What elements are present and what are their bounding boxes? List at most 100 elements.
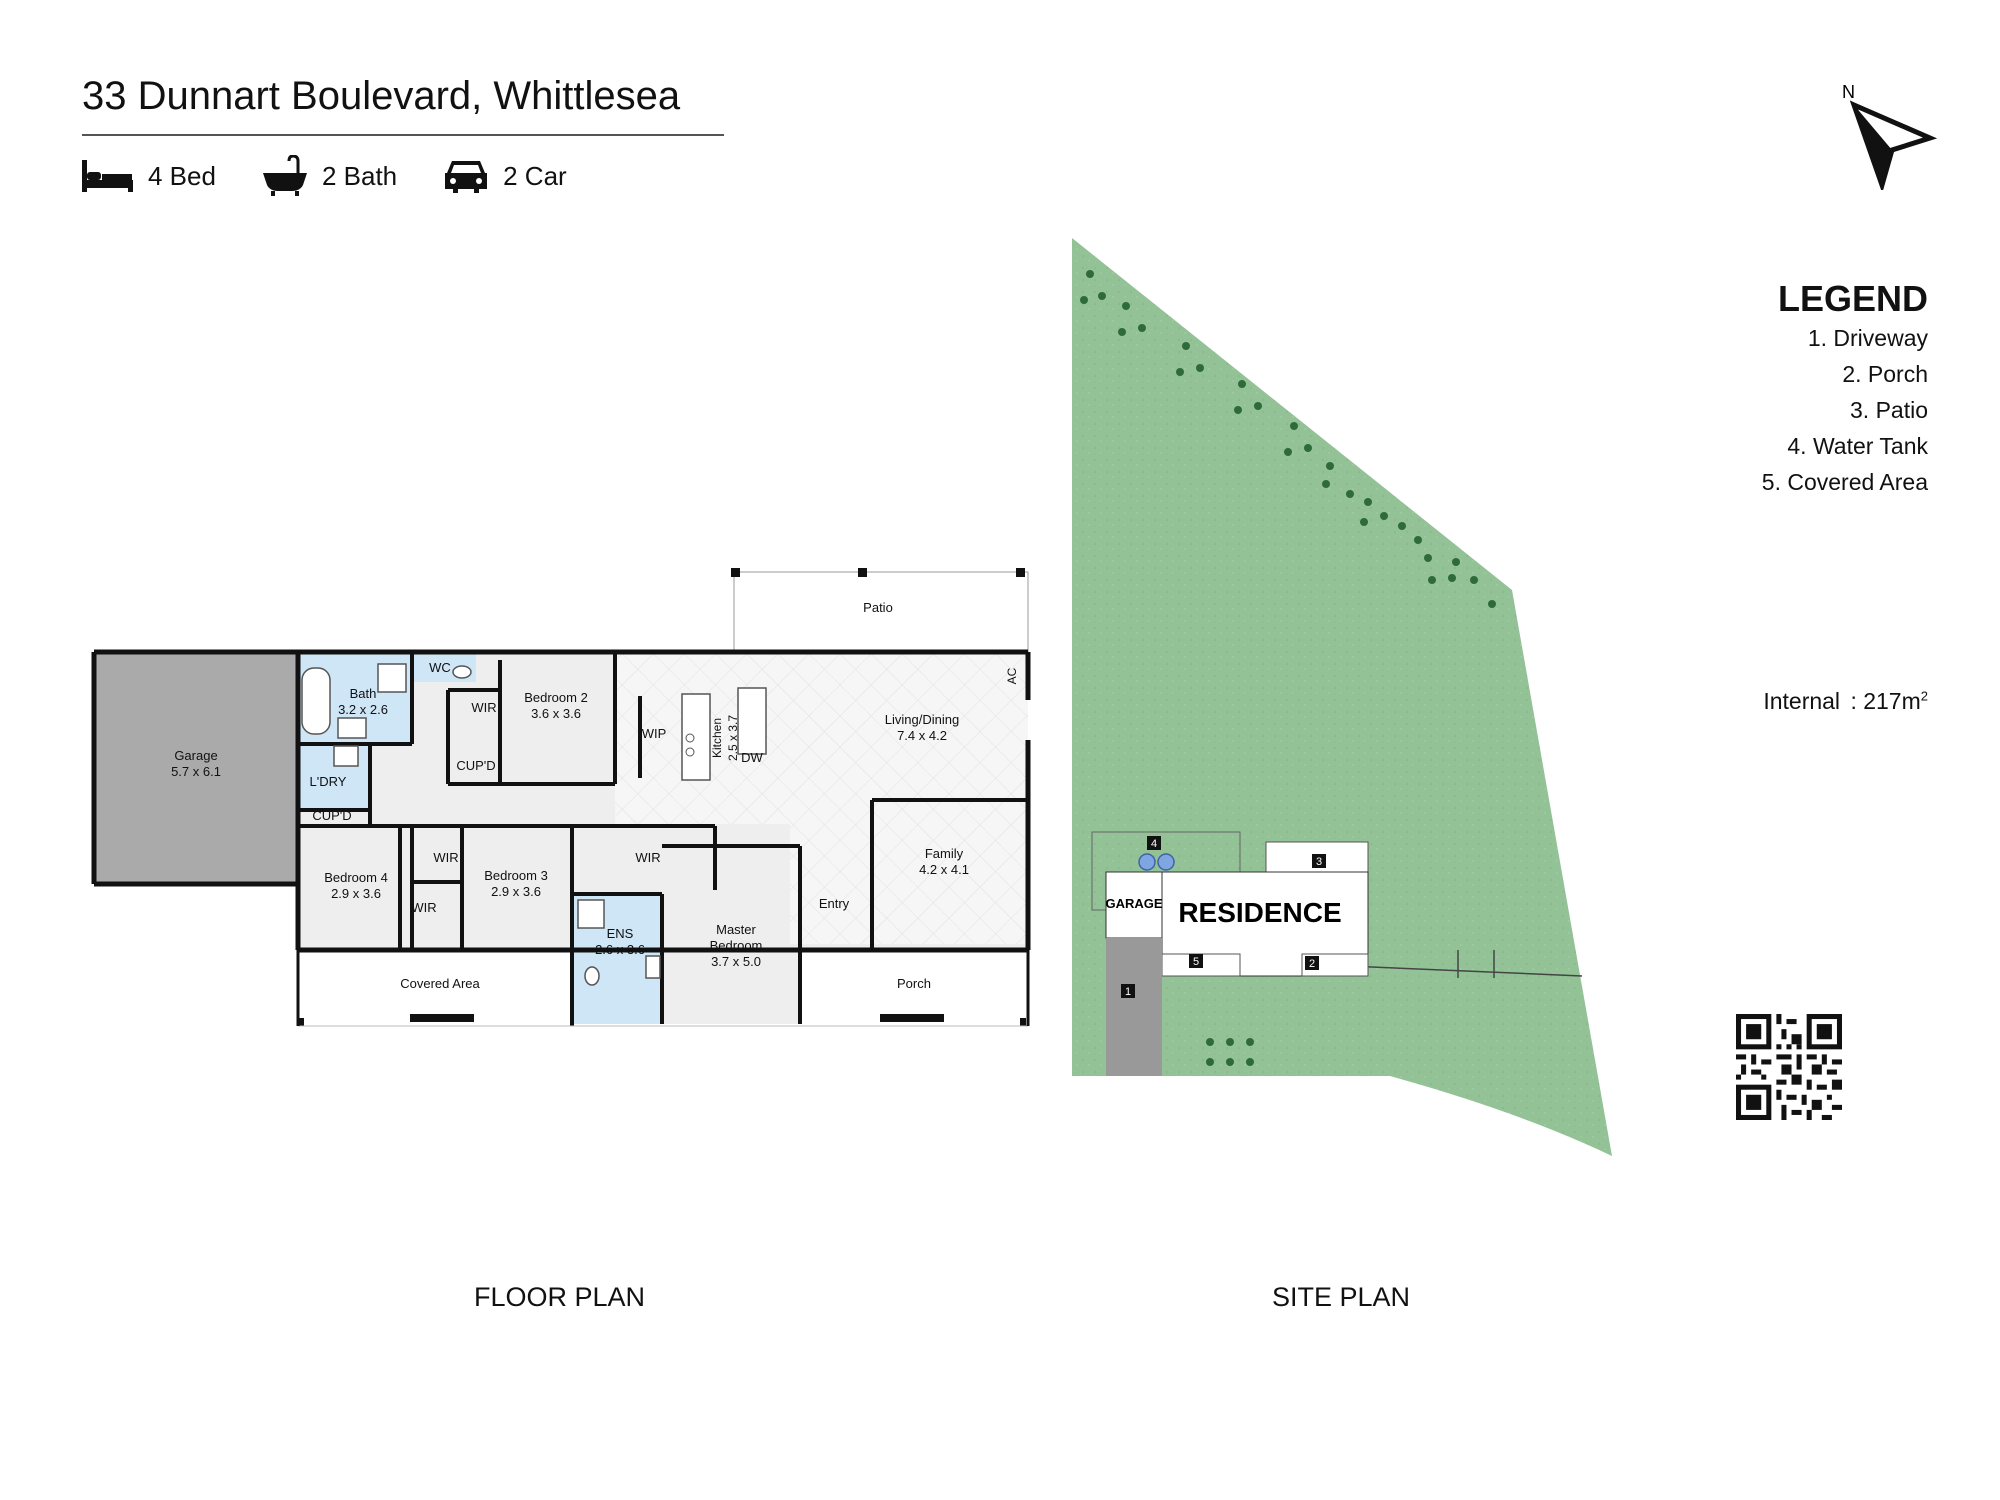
label-covered-area: Covered Area <box>400 976 480 991</box>
covered-area-floor <box>298 950 572 1026</box>
legend-item-driveway: 1. Driveway <box>1807 325 1928 351</box>
site-trees <box>1080 270 1496 1066</box>
label-laundry: L'DRY <box>310 774 347 789</box>
label-bedroom2-dim: 3.6 x 3.6 <box>531 706 581 721</box>
label-garage-dim: 5.7 x 6.1 <box>171 764 221 779</box>
internal-area-unit-sup: 2 <box>1920 688 1928 704</box>
bath-vanity <box>337 717 367 739</box>
label-bedroom2: Bedroom 2 <box>524 690 588 705</box>
marker-driveway <box>1121 984 1135 998</box>
car-icon <box>445 161 488 193</box>
laundry-tub <box>333 745 359 767</box>
marker-patio <box>1312 854 1326 868</box>
internal-area: Internal : 217m2 <box>1763 688 1928 715</box>
stat-baths: 2 Bath <box>262 155 397 197</box>
label-living: Living/Dining <box>885 712 959 727</box>
marker-patio-label: 3 <box>1316 856 1322 868</box>
site-driveway <box>1106 938 1162 1076</box>
stat-beds-label: 4 Bed <box>148 160 216 191</box>
patio-post <box>731 568 740 577</box>
bathtub <box>301 667 331 735</box>
site-garage-label: GARAGE <box>1105 896 1162 911</box>
label-bedroom4-dim: 2.9 x 3.6 <box>331 886 381 901</box>
kitchen-bench <box>681 693 711 781</box>
label-bedroom4: Bedroom 4 <box>324 870 388 885</box>
toilet <box>452 665 472 679</box>
shower <box>377 663 407 693</box>
legend-item-patio: 3. Patio <box>1850 397 1928 423</box>
property-address: 33 Dunnart Boulevard, Whittlesea <box>82 74 681 118</box>
stat-baths-label: 2 Bath <box>321 160 398 191</box>
legend-item-porch: 2. Porch <box>1842 361 1928 387</box>
floor-plan-caption: FLOOR PLAN <box>474 1282 646 1312</box>
internal-area-label: Internal <box>1763 688 1841 714</box>
internal-area-value: : 217m <box>1850 688 1921 714</box>
north-compass: N <box>1830 80 1940 195</box>
label-kitchen-dim: 2.5 x 3.7 <box>726 715 740 761</box>
legend-list: 1. Driveway 2. Porch 3. Patio 4. Water T… <box>1762 320 1928 500</box>
water-tank <box>1157 853 1175 871</box>
porch-floor <box>802 950 1028 1026</box>
ensuite-vanity <box>645 955 661 979</box>
label-family: Family <box>925 846 964 861</box>
marker-covered-area-label: 5 <box>1193 956 1199 968</box>
marker-water-tank-label: 4 <box>1151 838 1157 850</box>
label-wir-master: WIR <box>635 850 660 865</box>
label-family-dim: 4.2 x 4.1 <box>919 862 969 877</box>
site-plan-caption: SITE PLAN <box>1272 1282 1411 1312</box>
patio-post <box>858 568 867 577</box>
ensuite-shower <box>577 899 605 929</box>
stat-cars: 2 Car <box>443 157 567 195</box>
porch-step <box>880 1014 944 1022</box>
label-dishwasher: DW <box>741 750 763 765</box>
legend-title: LEGEND <box>1777 278 1928 319</box>
label-bath-dim: 3.2 x 2.6 <box>338 702 388 717</box>
patio-post <box>1016 568 1025 577</box>
label-cupd-laundry: CUP'D <box>312 808 351 823</box>
north-label: N <box>1842 82 1855 102</box>
label-wip: WIP <box>642 726 667 741</box>
bath-icon <box>262 155 307 196</box>
title-divider <box>82 134 724 136</box>
site-plan: GARAGE RESIDENCE 1 2 3 4 5 <box>1072 238 1612 1156</box>
kitchen-island <box>737 687 767 755</box>
label-wc: WC <box>429 660 451 675</box>
qr-code[interactable] <box>1736 1014 1842 1120</box>
floor-plan: Patio Garage 5.7 x 6.1 Bath 3.2 x 2.6 WC… <box>91 568 1031 1027</box>
marker-porch <box>1305 956 1319 970</box>
patio-area <box>733 571 1029 653</box>
site-garage <box>1105 871 1165 939</box>
label-wir-a: WIR <box>433 850 458 865</box>
label-ensuite-dim: 2.6 x 3.6 <box>595 942 645 957</box>
interior-walls <box>300 652 1026 1026</box>
stat-cars-label: 2 Car <box>503 160 567 191</box>
bed-icon <box>82 160 133 192</box>
label-cupd-bed2: CUP'D <box>456 758 495 773</box>
site-residence-label: RESIDENCE <box>1178 897 1341 928</box>
ensuite-toilet <box>584 966 600 986</box>
label-master-dim: 3.7 x 5.0 <box>711 954 761 969</box>
marker-water-tank <box>1147 836 1161 850</box>
property-stats: 4 Bed 2 Bath 2 Car <box>82 155 613 197</box>
legend-item-covered-area: 5. Covered Area <box>1761 469 1928 495</box>
label-ensuite: ENS <box>607 926 634 941</box>
label-garage: Garage <box>174 748 217 763</box>
stat-beds: 4 Bed <box>82 158 216 194</box>
label-kitchen: Kitchen <box>710 718 724 758</box>
label-bath: Bath <box>350 686 377 701</box>
legend-item-water-tank: 4. Water Tank <box>1787 433 1928 459</box>
label-master-2: Bedroom <box>710 938 763 953</box>
label-porch: Porch <box>897 976 931 991</box>
label-living-dim: 7.4 x 4.2 <box>897 728 947 743</box>
label-ac: AC <box>1005 667 1019 684</box>
label-wir-bed2: WIR <box>471 700 496 715</box>
label-master: Master <box>716 922 756 937</box>
north-arrow-icon: N <box>1842 82 1938 194</box>
label-bedroom3-dim: 2.9 x 3.6 <box>491 884 541 899</box>
room-labels: Patio Garage 5.7 x 6.1 Bath 3.2 x 2.6 WC… <box>171 600 1019 991</box>
garage-floor <box>94 652 298 884</box>
label-entry: Entry <box>819 896 850 911</box>
entry-floor <box>790 824 1028 944</box>
marker-covered-area <box>1189 954 1203 968</box>
label-patio: Patio <box>863 600 893 615</box>
